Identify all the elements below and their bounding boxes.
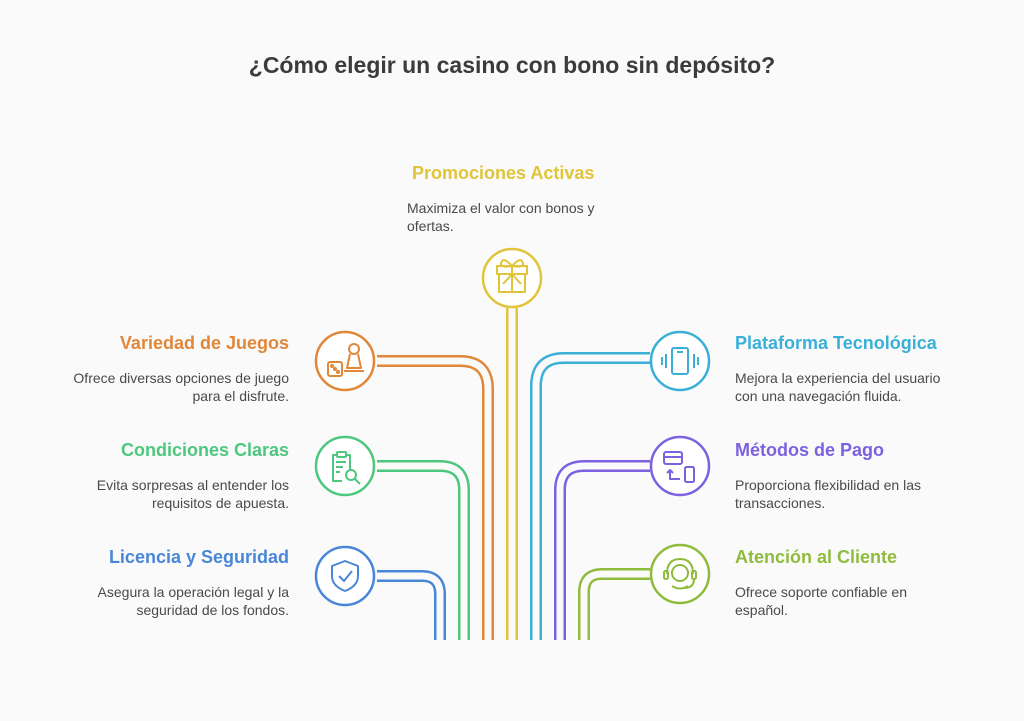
connector-plataforma [530,352,650,640]
promociones-description: Maximiza el valor con bonos y ofertas. [407,200,595,234]
metodos-description: Proporciona flexibilidad en las transacc… [735,477,921,511]
plataforma-description: Mejora la experiencia del usuario con un… [735,370,941,404]
node-metodos [649,435,711,497]
metodos-heading: Métodos de Pago [735,440,885,460]
node-licencia [314,545,376,607]
clipboard-search-icon [332,451,361,485]
connector-atencion [578,568,650,640]
mobile-vibrate-icon [661,347,699,375]
variedad-heading: Variedad de Juegos [119,333,289,353]
promociones-heading: Promociones Activas [412,163,595,183]
node-plataforma [649,330,711,392]
connector-condiciones [377,460,470,640]
gift-icon [496,259,528,293]
connector-licencia [377,570,446,640]
connector-metodos [554,460,650,640]
atencion-heading: Atención al Cliente [735,547,898,567]
game-pieces-icon [327,343,364,377]
node-promociones [481,247,543,309]
node-variedad [314,330,376,392]
connector-variedad [377,355,494,640]
page-title: ¿Cómo elegir un casino con bono sin depó… [248,52,776,78]
licencia-heading: Licencia y Seguridad [108,547,289,567]
headset-support-icon [663,558,697,590]
payment-transfer-icon [663,451,695,483]
atencion-description: Ofrece soporte confiable en español. [735,584,907,618]
shield-check-icon [331,560,359,592]
licencia-description: Asegura la operación legal y la segurida… [97,584,289,618]
variedad-description: Ofrece diversas opciones de juego para e… [73,370,289,404]
plataforma-heading: Plataforma Tecnológica [735,333,937,353]
condiciones-description: Evita sorpresas al entender los requisit… [96,477,289,511]
condiciones-heading: Condiciones Claras [120,440,289,460]
node-atencion [649,543,711,605]
node-condiciones [314,435,376,497]
